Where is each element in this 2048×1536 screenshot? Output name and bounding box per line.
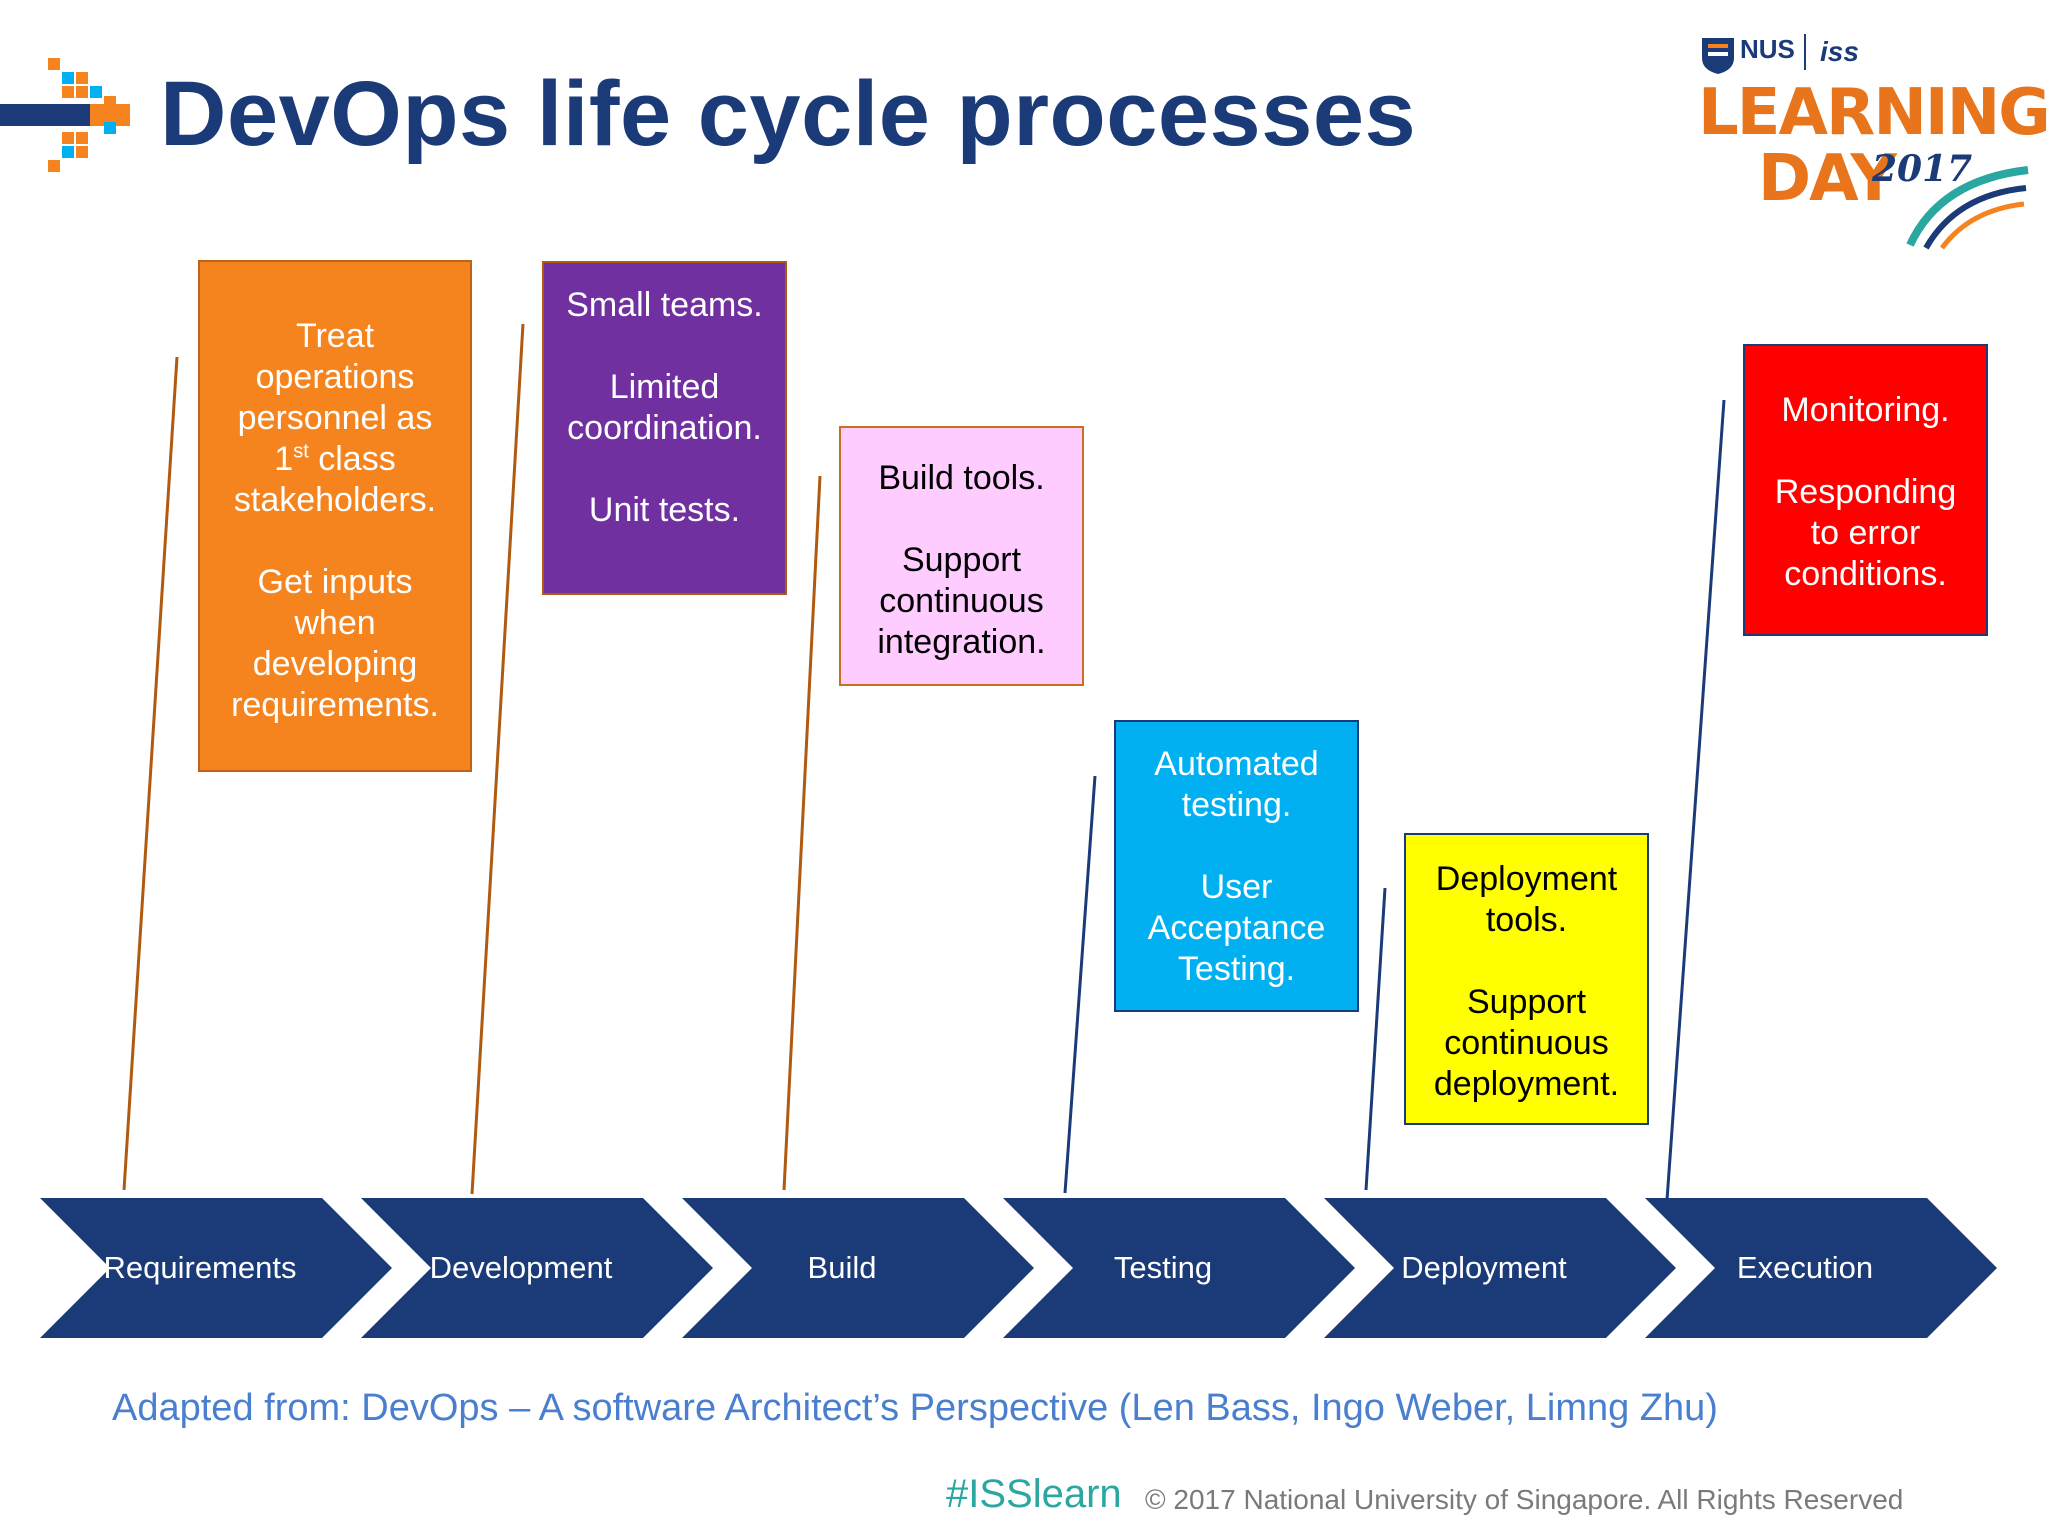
pixel-arrow-logo-icon (0, 58, 130, 172)
learning-text: LEARNING (1698, 76, 2048, 150)
chevron-shape (682, 1198, 1034, 1338)
stage-label: Development (429, 1250, 613, 1285)
box-text: continuous (1444, 1024, 1609, 1062)
stage-testing: Testing (1003, 1198, 1355, 1338)
box-text: operations (255, 358, 415, 396)
box-text: Testing. (1177, 950, 1296, 988)
box-text: Automated (1154, 745, 1319, 783)
connector-testing (1063, 775, 1097, 1194)
execution-box: Monitoring. Responding to error conditio… (1743, 344, 1988, 636)
box-text: stakeholders. (233, 481, 437, 519)
source-citation: Adapted from: DevOps – A software Archit… (112, 1387, 1718, 1429)
box-text: Limited (609, 368, 720, 406)
box-text: 1st class (274, 439, 395, 480)
connector-development (470, 323, 525, 1195)
box-text: deployment. (1433, 1065, 1620, 1103)
box-text: User (1200, 868, 1273, 906)
deployment-box: Deployment tools. Support continuous dep… (1404, 833, 1649, 1125)
testing-box: Automated testing. User Acceptance Testi… (1114, 720, 1359, 1012)
box-text-part: 1 (274, 440, 294, 478)
chevron-shape (1324, 1198, 1676, 1338)
chevron-shape (1645, 1198, 1997, 1338)
stage-requirements: Requirements (40, 1198, 392, 1338)
connector-deployment (1364, 887, 1387, 1191)
box-text: Small teams. (566, 286, 763, 324)
ordinal-suffix: st (293, 440, 309, 463)
swoosh-icon (1906, 166, 2029, 250)
hashtag: #ISSlearn (946, 1472, 1122, 1516)
box-text: Unit tests. (588, 491, 741, 529)
iss-logo-text: iss (1820, 36, 1859, 67)
box-text: when (294, 604, 376, 642)
nus-crest-icon (1702, 38, 1734, 74)
box-text: testing. (1181, 786, 1292, 824)
box-text: Build tools. (878, 459, 1045, 497)
nus-logo-text: NUS (1740, 34, 1795, 64)
year-text: 2017 (1872, 148, 1973, 190)
box-text: personnel as (237, 399, 433, 437)
box-text: requirements. (231, 686, 439, 724)
box-text: Acceptance (1147, 909, 1326, 947)
stage-label: Deployment (1401, 1250, 1567, 1285)
stage-label: Testing (1113, 1250, 1213, 1285)
chevron-shape (1003, 1198, 1355, 1338)
box-text: Support (901, 541, 1022, 579)
page-title: DevOps life cycle processes (160, 63, 1417, 165)
copyright: © 2017 National University of Singapore.… (1145, 1484, 1904, 1515)
chevron-shape (40, 1198, 392, 1338)
development-box: Small teams. Limited coordination. Unit … (542, 261, 787, 595)
learning-day-badge: NUS iss LEARNING DAY 2017 (1690, 30, 2048, 250)
box-text: developing (252, 645, 418, 683)
day-text: DAY (1758, 142, 1897, 216)
box-text: Get inputs (257, 563, 413, 601)
connector-execution (1665, 399, 1726, 1201)
build-box: Build tools. Support continuous integrat… (839, 426, 1084, 686)
box-text-part: class (308, 440, 396, 478)
stage-deployment: Deployment (1324, 1198, 1676, 1338)
stage-development: Development (361, 1198, 713, 1338)
stage-label: Requirements (103, 1250, 297, 1285)
requirements-box: Treat operations personnel as 1st class … (198, 260, 472, 772)
stage-execution: Execution (1645, 1198, 1997, 1338)
box-text: Treat (295, 317, 375, 355)
box-text: tools. (1485, 901, 1568, 939)
stage-build: Build (682, 1198, 1034, 1338)
box-text: integration. (877, 623, 1046, 661)
box-text: Support (1466, 983, 1587, 1021)
box-text: Monitoring. (1781, 391, 1950, 429)
box-text: Responding (1774, 473, 1957, 511)
stage-label: Execution (1736, 1250, 1874, 1285)
box-text: to error (1810, 514, 1921, 552)
chevron-shape (361, 1198, 713, 1338)
connector-requirements (122, 356, 179, 1191)
logo-divider (1804, 34, 1806, 70)
box-text: conditions. (1784, 555, 1947, 593)
box-text: Deployment (1435, 860, 1618, 898)
connector-build (782, 475, 822, 1191)
stage-label: Build (807, 1250, 877, 1285)
box-text: continuous (879, 582, 1044, 620)
box-text: coordination. (567, 409, 762, 447)
